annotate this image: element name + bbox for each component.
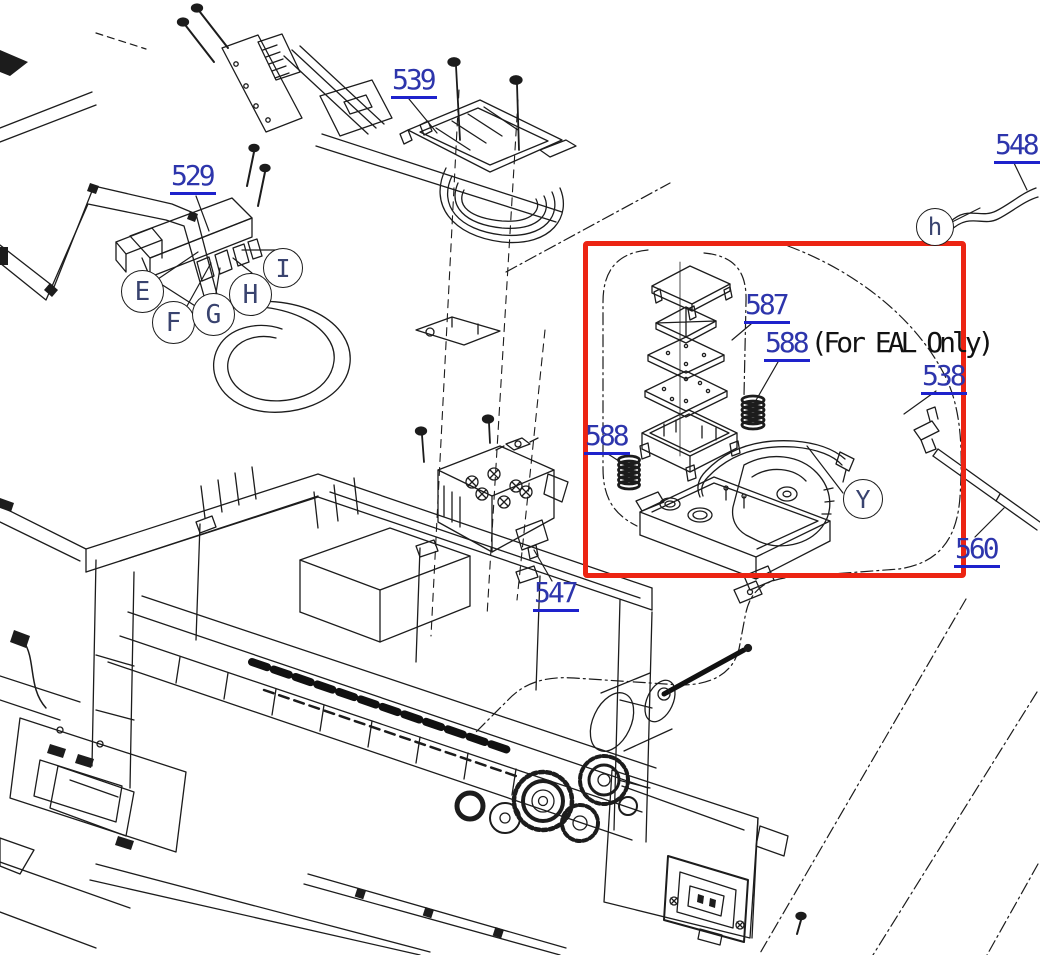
highlight-box	[583, 241, 966, 578]
part-label-539: 539	[391, 66, 437, 99]
callout-G-letter: G	[205, 299, 222, 330]
callout-I-letter: I	[275, 253, 291, 283]
callout-h: h	[916, 208, 954, 246]
rod-560-art	[913, 406, 1040, 531]
flat-cable-art	[0, 183, 351, 413]
callout-F: F	[152, 301, 195, 344]
part-label-587: 587	[744, 291, 790, 324]
callout-F-letter: F	[165, 307, 182, 338]
eal-only-note: (For EAL Only)	[810, 326, 995, 359]
circuit-board-art	[176, 3, 563, 223]
cap-stack-587-art	[639, 261, 741, 482]
callout-Y: Y	[843, 479, 883, 519]
spring-588-right-art	[740, 394, 766, 431]
callout-I: I	[263, 248, 303, 288]
part-label-588-right: 588	[764, 329, 810, 362]
part-label-588-left: 588	[584, 422, 630, 455]
pump-assembly-538-art	[635, 440, 855, 604]
part-label-560: 560	[954, 535, 1000, 568]
tube-548-art	[949, 187, 1039, 232]
callout-H: H	[229, 273, 272, 316]
panel-edges-art	[0, 50, 97, 143]
part-label-538: 538	[921, 362, 967, 395]
callout-H-letter: H	[242, 279, 259, 310]
callout-h-letter: h	[927, 213, 943, 241]
spring-588-left-art	[617, 454, 641, 491]
callout-E-letter: E	[134, 276, 151, 307]
part-label-529: 529	[170, 162, 216, 195]
part-label-588-with-note: 588 (For EAL Only)	[764, 326, 995, 362]
callout-Y-letter: Y	[855, 484, 871, 514]
printhead-547-art	[414, 414, 569, 560]
cable-clip-art	[415, 316, 501, 346]
chassis-art	[0, 466, 807, 955]
boundary-dashdot-lines	[95, 32, 1039, 955]
part-label-548: 548	[994, 131, 1040, 164]
callout-G: G	[192, 293, 235, 336]
part-label-547: 547	[533, 579, 579, 612]
callout-E: E	[121, 270, 164, 313]
